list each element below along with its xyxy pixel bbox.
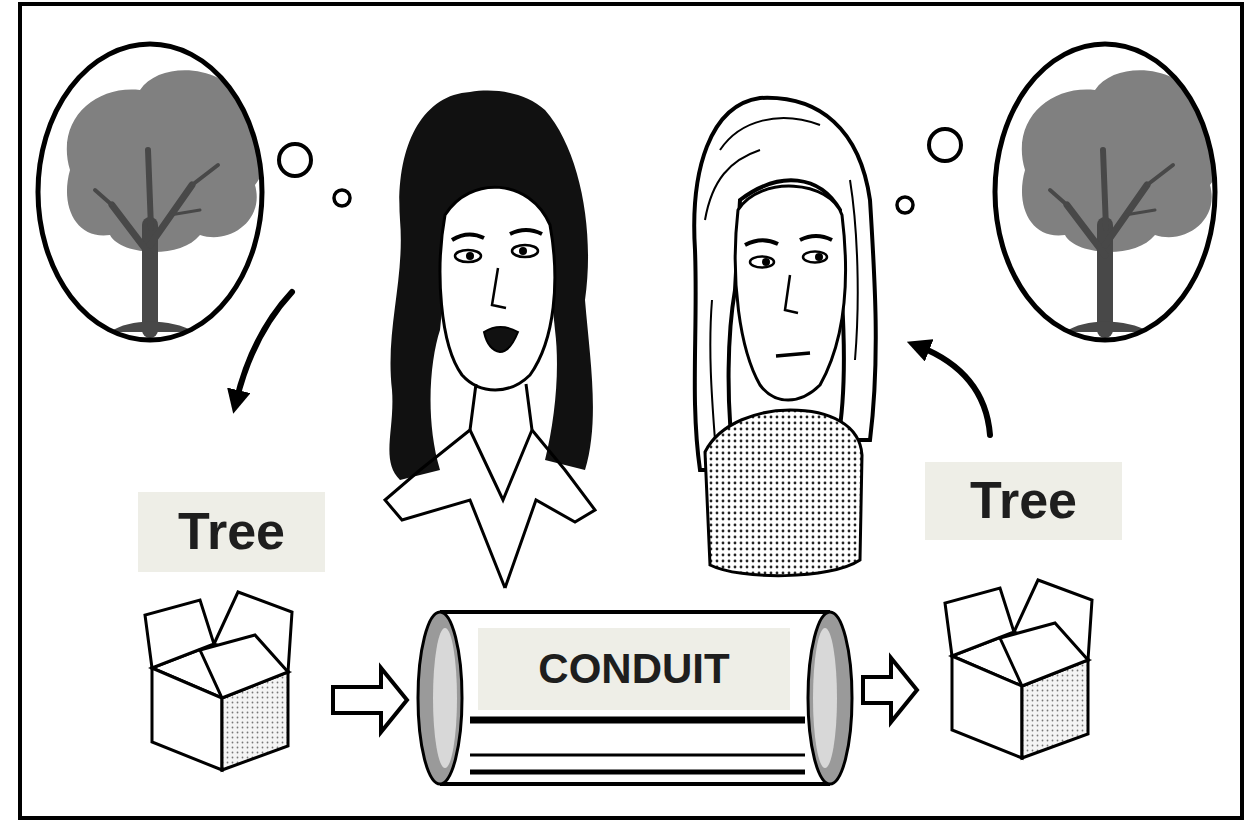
speaker-woman-part xyxy=(519,247,527,255)
curved-arrow-part xyxy=(918,346,990,435)
speaker-woman-part xyxy=(470,430,532,500)
conduit-tube-part xyxy=(418,612,462,784)
listener-woman-part xyxy=(785,275,798,313)
listener-woman xyxy=(694,98,876,576)
thought-bubble-left xyxy=(38,44,350,340)
hollow-arrow xyxy=(333,668,407,732)
listener-woman-part xyxy=(815,253,823,261)
speaker-woman-part xyxy=(389,91,593,480)
speaker-woman-part xyxy=(492,268,506,308)
listener-woman-part xyxy=(800,236,832,240)
conduit-tube-part xyxy=(808,612,852,784)
open-box-right xyxy=(945,580,1092,758)
listener-woman-part xyxy=(705,410,862,576)
thought-bubble-right xyxy=(897,44,1222,340)
conduit-tube-part xyxy=(433,628,457,768)
listener-woman-part xyxy=(762,258,770,266)
open-box-right-part xyxy=(945,580,1092,758)
listener-woman-part xyxy=(745,240,778,245)
speaker-woman xyxy=(385,91,595,588)
open-box-left-part xyxy=(145,592,292,770)
speaker-woman-part xyxy=(440,187,555,390)
conduit-tube xyxy=(418,612,852,784)
label-plate: Tree xyxy=(138,492,325,572)
thought-bubble-right-part xyxy=(929,129,961,161)
frame xyxy=(20,4,1242,818)
thought-bubble-right-part xyxy=(995,44,1215,340)
speaker-woman-part xyxy=(505,430,595,588)
listener-woman-part xyxy=(705,118,858,440)
label-text: Tree xyxy=(178,503,285,560)
label-plate: Tree xyxy=(925,462,1122,540)
conduit-tube-part xyxy=(440,612,830,784)
thought-bubble-right-part xyxy=(1022,70,1222,332)
conduit-tube-part xyxy=(813,628,837,768)
conduit-tube-part xyxy=(470,770,805,775)
label-text: Tree xyxy=(970,472,1077,529)
speaker-woman-part xyxy=(512,245,538,257)
thought-bubble-left-part xyxy=(67,70,267,332)
tree-label-box: Tree xyxy=(925,462,1122,762)
speaker-woman-part xyxy=(510,230,542,234)
speaker-woman-part xyxy=(470,384,532,430)
tree-label-box: Tree xyxy=(138,492,325,775)
thought-bubble-left-part xyxy=(279,144,311,176)
listener-woman-part xyxy=(776,353,810,356)
speaker-woman-part xyxy=(385,430,505,588)
speaker-woman-part xyxy=(484,327,518,352)
thought-bubble-right-part xyxy=(897,197,913,213)
listener-woman-part xyxy=(803,252,827,263)
conduit-tube-part xyxy=(470,717,805,724)
label-plate: CONDUIT xyxy=(478,628,790,710)
open-box-left xyxy=(145,592,292,770)
listener-woman-part xyxy=(750,257,774,268)
speaker-woman-part xyxy=(452,234,484,240)
label-text: CONDUIT xyxy=(538,646,729,692)
thought-bubble-right-part xyxy=(1022,70,1222,332)
speaker-woman-part xyxy=(455,250,481,262)
conduit-tube-part xyxy=(440,612,830,784)
thought-bubble-left-part xyxy=(334,190,350,206)
thought-bubble-left-part xyxy=(38,44,262,340)
conduit-box: CONDUIT xyxy=(415,605,855,790)
listener-woman-part xyxy=(735,186,845,400)
hollow-arrow xyxy=(863,658,917,722)
thought-bubble-left-part xyxy=(67,70,267,332)
speaker-woman-part xyxy=(466,252,474,260)
curved-arrow-part xyxy=(236,292,292,402)
conduit-tube-part xyxy=(470,754,805,757)
